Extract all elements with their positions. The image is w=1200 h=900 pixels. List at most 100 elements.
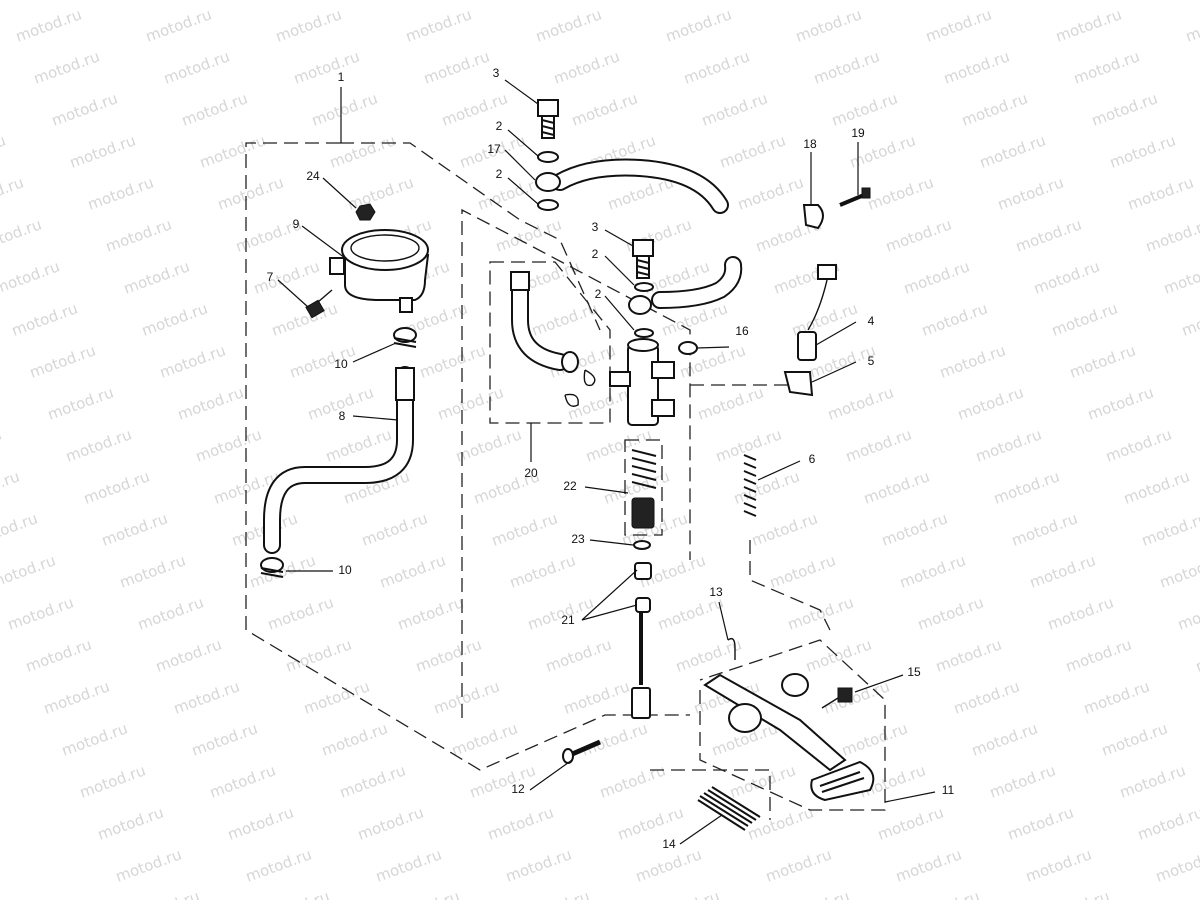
watermark-text: motod.ru bbox=[695, 383, 766, 423]
watermark-text: motod.ru bbox=[521, 887, 592, 900]
watermark-text: motod.ru bbox=[915, 593, 986, 633]
nut bbox=[355, 203, 376, 221]
circlip bbox=[633, 540, 651, 550]
watermark-text: motod.ru bbox=[991, 467, 1062, 507]
master-cylinder bbox=[609, 338, 675, 426]
watermark-text: motod.ru bbox=[77, 761, 148, 801]
callout-8: 8 bbox=[339, 409, 346, 423]
callout-10: 10 bbox=[338, 563, 352, 577]
watermark-text: motod.ru bbox=[395, 593, 466, 633]
washer-1 bbox=[537, 151, 559, 163]
watermark-text: motod.ru bbox=[179, 89, 250, 129]
watermark-text: motod.ru bbox=[103, 215, 174, 255]
reservoir-tank bbox=[329, 229, 430, 313]
watermark-text: motod.ru bbox=[937, 341, 1008, 381]
watermark-text: motod.ru bbox=[1103, 425, 1174, 465]
watermark-text: motod.ru bbox=[673, 635, 744, 675]
watermark-text: motod.ru bbox=[273, 5, 344, 45]
watermark-text: motod.ru bbox=[651, 887, 722, 900]
watermark-text: motod.ru bbox=[1049, 299, 1120, 339]
watermark-text: motod.ru bbox=[633, 845, 704, 885]
watermark-text: motod.ru bbox=[1005, 803, 1076, 843]
watermark-text: motod.ru bbox=[1041, 887, 1112, 900]
watermark-text: motod.ru bbox=[0, 215, 44, 255]
callout-5: 5 bbox=[868, 354, 875, 368]
watermark-text: motod.ru bbox=[193, 425, 264, 465]
watermark-text: motod.ru bbox=[1013, 215, 1084, 255]
watermark-text: motod.ru bbox=[385, 0, 456, 4]
watermark-text: motod.ru bbox=[197, 131, 268, 171]
callout-22: 22 bbox=[563, 479, 577, 493]
brake-pedal bbox=[703, 673, 875, 802]
watermark-text: motod.ru bbox=[1117, 761, 1188, 801]
watermark-text: motod.ru bbox=[41, 677, 112, 717]
watermark-text: motod.ru bbox=[865, 173, 936, 213]
callout-6: 6 bbox=[809, 452, 816, 466]
watermark-text: motod.ru bbox=[0, 509, 40, 549]
watermark-text: motod.ru bbox=[161, 47, 232, 87]
watermark-text: motod.ru bbox=[327, 131, 398, 171]
watermark-text: motod.ru bbox=[453, 425, 524, 465]
watermark-text: motod.ru bbox=[911, 887, 982, 900]
watermark-text: motod.ru bbox=[1035, 0, 1106, 4]
watermark-text: motod.ru bbox=[727, 761, 798, 801]
watermark-text: motod.ru bbox=[717, 131, 788, 171]
watermark-text: motod.ru bbox=[0, 173, 26, 213]
watermark-text: motod.ru bbox=[355, 803, 426, 843]
watermark-text: motod.ru bbox=[269, 299, 340, 339]
watermark-text: motod.ru bbox=[1023, 845, 1094, 885]
watermark-text: motod.ru bbox=[1063, 635, 1134, 675]
watermark-text: motod.ru bbox=[1171, 887, 1200, 900]
watermark-text: motod.ru bbox=[283, 635, 354, 675]
watermark-text: motod.ru bbox=[1143, 215, 1200, 255]
bolt-7 bbox=[305, 289, 333, 319]
hose-clamp-lower bbox=[260, 557, 284, 578]
watermark-text: motod.ru bbox=[507, 551, 578, 591]
watermark-text: motod.ru bbox=[793, 5, 864, 45]
callout-18: 18 bbox=[803, 137, 817, 151]
brake-hose-upper bbox=[535, 158, 729, 214]
watermark-text: motod.ru bbox=[811, 47, 882, 87]
watermark-text: motod.ru bbox=[843, 425, 914, 465]
outline-inner bbox=[461, 208, 691, 718]
watermark-text: motod.ru bbox=[1099, 719, 1170, 759]
brake-hose-lower bbox=[628, 256, 743, 315]
callout-4: 4 bbox=[868, 314, 875, 328]
watermark-text: motod.ru bbox=[0, 257, 62, 297]
push-rod bbox=[631, 562, 652, 719]
watermark-text: motod.ru bbox=[1153, 845, 1200, 885]
watermark-text: motod.ru bbox=[0, 0, 66, 4]
watermark-text: motod.ru bbox=[475, 173, 546, 213]
watermark-text: motod.ru bbox=[1081, 677, 1152, 717]
watermark-text: motod.ru bbox=[319, 719, 390, 759]
watermark-text: motod.ru bbox=[215, 173, 286, 213]
watermark-text: motod.ru bbox=[1175, 593, 1200, 633]
watermark-text: motod.ru bbox=[1193, 635, 1200, 675]
watermark-text: motod.ru bbox=[301, 677, 372, 717]
switch-spring bbox=[743, 454, 757, 517]
banjo-bolt-middle bbox=[632, 239, 654, 279]
washer-3 bbox=[634, 282, 654, 292]
watermark-text: motod.ru bbox=[645, 0, 716, 4]
watermark-text: motod.ru bbox=[135, 593, 206, 633]
callout-19: 19 bbox=[851, 126, 865, 140]
watermark-text: motod.ru bbox=[1067, 341, 1138, 381]
watermark-text: motod.ru bbox=[373, 845, 444, 885]
watermark-text: motod.ru bbox=[1157, 551, 1200, 591]
watermark-text: motod.ru bbox=[1009, 509, 1080, 549]
callout-3: 3 bbox=[592, 220, 599, 234]
watermark-text: motod.ru bbox=[0, 425, 4, 465]
watermark-text: motod.ru bbox=[1183, 5, 1200, 45]
watermark-text: motod.ru bbox=[417, 341, 488, 381]
watermark-text: motod.ru bbox=[897, 551, 968, 591]
banjo-bolt-top bbox=[537, 99, 559, 139]
watermark-text: motod.ru bbox=[125, 0, 196, 4]
watermark-text: motod.ru bbox=[923, 5, 994, 45]
reservoir-hose bbox=[263, 366, 415, 554]
watermark-text: motod.ru bbox=[861, 467, 932, 507]
watermark-text: motod.ru bbox=[875, 803, 946, 843]
reservoir-joint-hose bbox=[510, 271, 596, 407]
watermark-text: motod.ru bbox=[337, 761, 408, 801]
watermark-text: motod.ru bbox=[85, 173, 156, 213]
callout-2: 2 bbox=[595, 287, 602, 301]
